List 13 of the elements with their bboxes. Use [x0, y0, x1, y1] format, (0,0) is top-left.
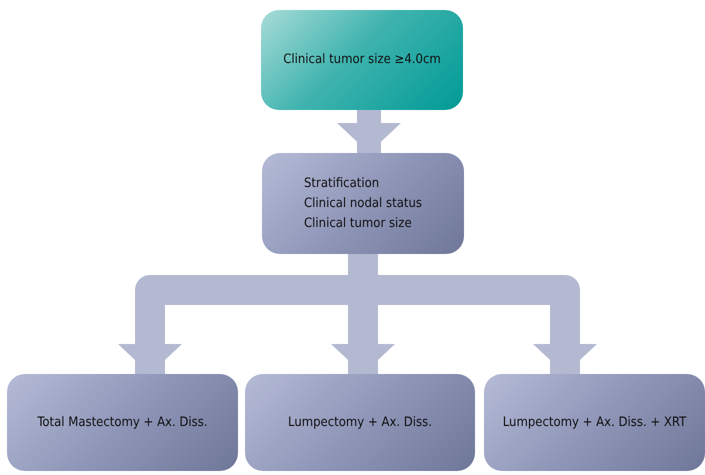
- treatment-box: [7, 374, 238, 471]
- treatment-box: [245, 374, 475, 471]
- stratification-box: [262, 153, 464, 254]
- node-text: Lumpectomy + Ax. Diss.: [288, 414, 432, 432]
- start-box: [261, 10, 463, 110]
- node-text: Total Mastectomy + Ax. Diss.: [37, 414, 208, 432]
- treatment-box: [484, 374, 705, 471]
- heading: Stratification: [304, 174, 380, 192]
- node-text: Clinical tumor size ≥4.0cm: [283, 51, 441, 69]
- node-text: Clinical tumor size: [304, 214, 412, 232]
- node-text: Lumpectomy + Ax. Diss. + XRT: [502, 414, 686, 432]
- node-text: Clinical nodal status: [304, 194, 422, 212]
- arrow: [337, 110, 401, 153]
